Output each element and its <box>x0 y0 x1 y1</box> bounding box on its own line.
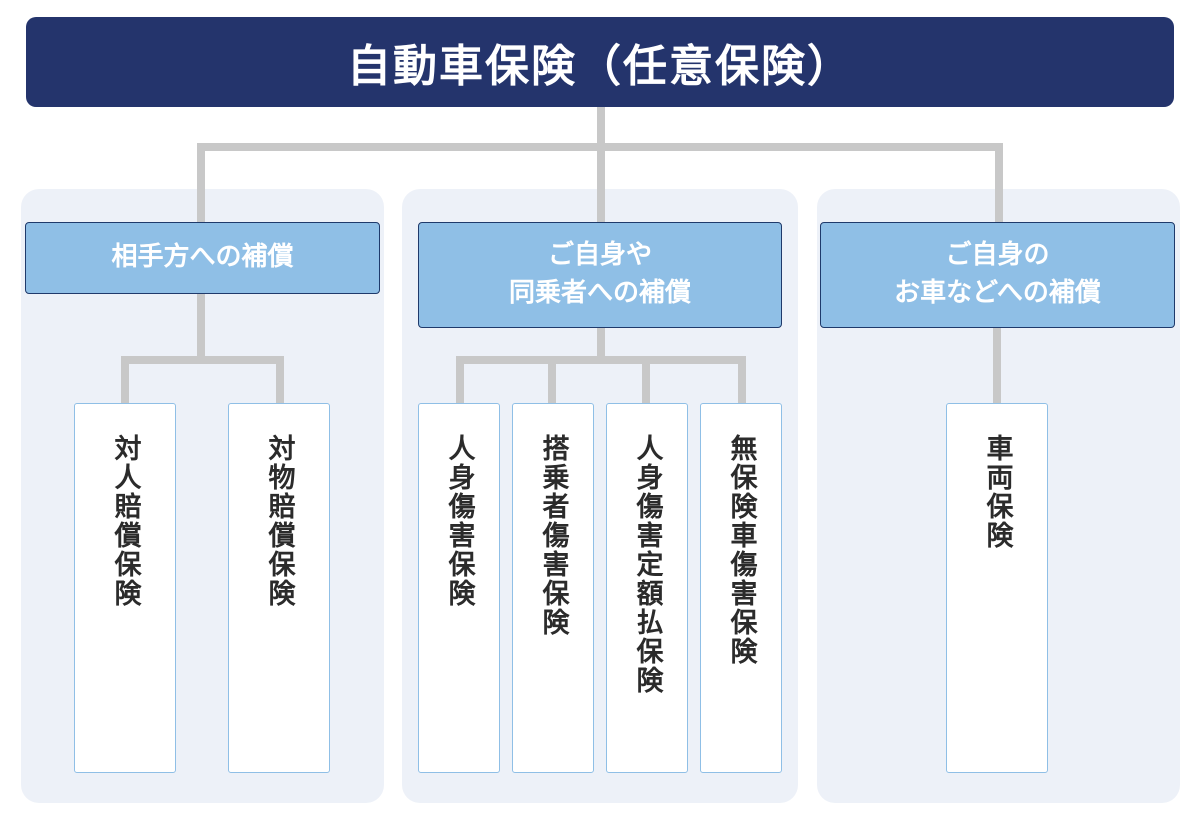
connector-cat2-bar <box>456 356 746 364</box>
category-heading-1-line-1: 相手方への補償 <box>111 242 294 273</box>
connector-cat1-leaf1 <box>121 356 129 406</box>
category-heading-3-line-2: お車などへの補償 <box>894 278 1101 308</box>
insurance-item-uninsured-motorist: 無保険車傷害保険 <box>700 403 782 773</box>
diagram-title-text: 自動車保険（任意保険） <box>347 41 853 92</box>
connector-cat1-drop-upper <box>197 189 205 225</box>
connector-root-vertical <box>597 107 605 225</box>
connector-cat1-drop <box>197 143 205 225</box>
connector-cat1-bar <box>121 356 284 364</box>
insurance-item-property-damage-liability: 対物賠償保険 <box>228 403 330 773</box>
category-heading-3: ご自身の お車などへの補償 <box>820 222 1175 328</box>
diagram-title: 自動車保険（任意保険） <box>26 17 1174 107</box>
connector-cat2-stem <box>597 326 605 362</box>
insurance-item-label: 車両保険 <box>981 434 1013 550</box>
connector-cat3-stem <box>993 326 1001 406</box>
insurance-item-label: 人身傷害保険 <box>443 434 475 608</box>
connector-cat2-leaf4 <box>738 356 746 406</box>
insurance-item-label: 無保険車傷害保険 <box>725 434 757 666</box>
connector-cat3-drop-upper <box>995 189 1003 225</box>
category-heading-3-line-1: ご自身の <box>945 240 1050 271</box>
category-heading-2-line-2: 同乗者への補償 <box>508 278 691 308</box>
category-heading-2-line-1: ご自身や <box>547 240 652 271</box>
insurance-item-passenger-injury: 搭乗者傷害保険 <box>512 403 594 773</box>
connector-cat2-leaf1 <box>456 356 464 406</box>
insurance-item-label: 人身傷害定額払保険 <box>631 434 663 695</box>
insurance-item-personal-injury: 人身傷害保険 <box>418 403 500 773</box>
connector-cat3-drop <box>995 143 1003 225</box>
connector-cat1-leaf2 <box>276 356 284 406</box>
connector-root-horizontal <box>197 143 1003 151</box>
insurance-item-personal-injury-fixed-amount: 人身傷害定額払保険 <box>606 403 688 773</box>
connector-cat2-leaf3 <box>642 356 650 406</box>
connector-cat2-leaf2 <box>548 356 556 406</box>
connector-cat2-drop-upper <box>597 189 605 225</box>
insurance-item-label: 対物賠償保険 <box>263 434 295 608</box>
connector-cat1-stem <box>197 292 205 362</box>
insurance-item-bodily-injury-liability: 対人賠償保険 <box>74 403 176 773</box>
insurance-item-label: 搭乗者傷害保険 <box>537 434 569 637</box>
category-heading-1: 相手方への補償 <box>25 222 380 294</box>
insurance-item-label: 対人賠償保険 <box>109 434 141 608</box>
category-heading-2: ご自身や 同乗者への補償 <box>418 222 782 328</box>
insurance-item-vehicle: 車両保険 <box>946 403 1048 773</box>
